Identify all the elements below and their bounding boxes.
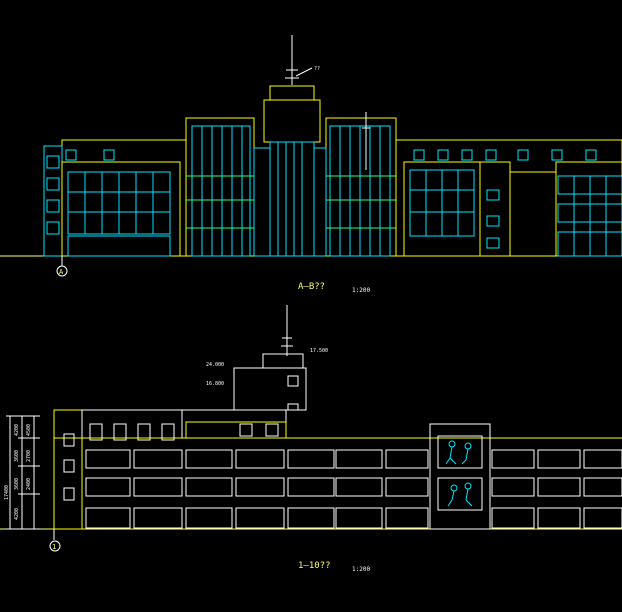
elevation-2 (0, 305, 622, 552)
dim-2: 3600 (14, 450, 20, 462)
left-dimensions: 4200 3600 3600 4200 4500 2700 2400 17400 (4, 424, 32, 520)
roof-label: ?? (314, 66, 320, 72)
dim-1: 4200 (14, 424, 20, 436)
elevation-2-scale: 1:200 (352, 566, 371, 573)
dim-5: 4500 (26, 424, 32, 436)
axis-bubble-1 (49, 540, 61, 552)
elevation-1 (0, 35, 622, 277)
elevation-1-scale: 1:200 (352, 287, 371, 294)
axis-1-label: 1 (52, 543, 56, 551)
elevation-2-title: 1—10?? (298, 561, 331, 571)
dim-4: 4200 (14, 508, 20, 520)
level-label-1: 24.000 (206, 362, 224, 368)
level-label-2: 16.800 (206, 381, 224, 387)
dim-6: 2700 (26, 450, 32, 462)
axis-bubble-a (56, 265, 68, 277)
dim-7: 2400 (26, 478, 32, 490)
level-label-3: 17.500 (310, 348, 328, 354)
axis-a-label: A (59, 268, 64, 276)
dim-8: 17400 (4, 485, 10, 500)
dim-3: 3600 (14, 478, 20, 490)
elevation-1-title: A—B?? (298, 282, 326, 292)
figure-panel-icon (445, 440, 473, 507)
